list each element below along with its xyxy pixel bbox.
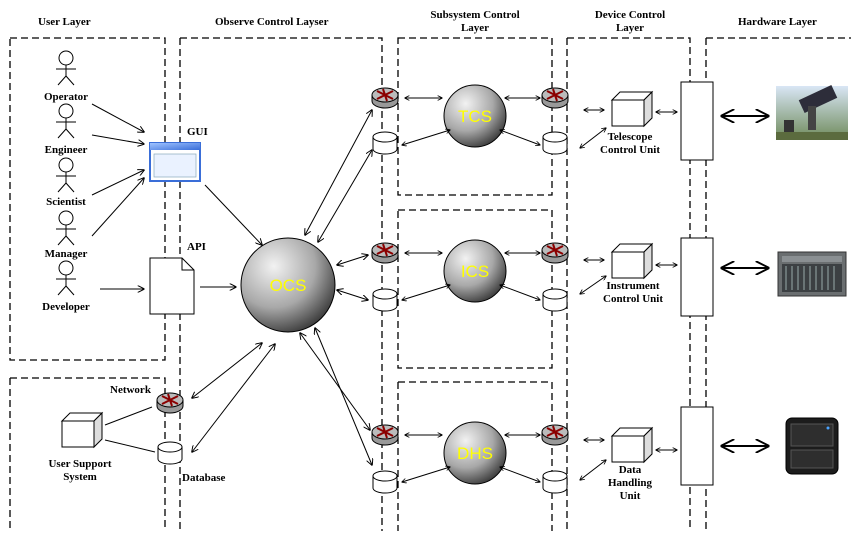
- user-support-cube-icon: [61, 412, 103, 448]
- dhs-right-db-icon: [542, 470, 568, 494]
- dhu-label-line3: Unit: [620, 490, 641, 502]
- actor-operator: Operator: [44, 50, 88, 103]
- engineer-icon: [55, 103, 77, 139]
- header-hardware-layer: Hardware Layer: [738, 16, 817, 28]
- dhs-label: DHS: [457, 444, 493, 463]
- telescope-interface-box: [680, 81, 714, 161]
- data-handling-cube-icon: [611, 427, 653, 463]
- header-device-layer-line1: Device Control: [595, 9, 665, 21]
- operator-icon: [55, 50, 77, 86]
- tcs-right-db-icon: [542, 131, 568, 155]
- gui-label: GUI: [187, 126, 208, 138]
- instrument-control-cube-icon: [611, 243, 653, 279]
- layer-boundaries: [9, 37, 851, 531]
- header-subsystem-layer-line2: Layer: [461, 22, 489, 34]
- dhs-right-router-icon: [541, 424, 569, 446]
- tcu-label-line1: Telescope: [608, 131, 653, 143]
- ics-group: ICS: [371, 239, 569, 312]
- database-label: Database: [182, 472, 226, 484]
- manager-icon: [55, 210, 77, 246]
- data-interface-box: [680, 406, 714, 486]
- gui-window-icon: [149, 142, 201, 182]
- ocs-label: OCS: [270, 276, 307, 295]
- ics-right-router-icon: [541, 242, 569, 264]
- ics-left-db-icon: [372, 288, 398, 312]
- dhs-left-router-icon: [371, 424, 399, 446]
- developer-label: Developer: [42, 301, 90, 313]
- telescope-hardware-icon: [776, 85, 848, 140]
- tcs-group: TCS: [371, 84, 569, 155]
- engineer-label: Engineer: [45, 144, 88, 156]
- tcs-label: TCS: [458, 107, 492, 126]
- user-support-system: User Support System: [48, 412, 112, 483]
- network-label: Network: [110, 384, 152, 396]
- icu-label-line1: Instrument: [606, 280, 660, 292]
- tcu-label-line2: Control Unit: [600, 144, 660, 156]
- actor-scientist: Scientist: [46, 157, 86, 208]
- header-observe-layer: Observe Control Layser: [215, 16, 329, 28]
- dhu-label-line2: Handling: [608, 477, 653, 489]
- dhs-left-db-icon: [372, 470, 398, 494]
- tcs-left-db-icon: [372, 131, 398, 155]
- scientist-icon: [55, 157, 77, 193]
- instrument-interface-box: [680, 237, 714, 317]
- network-router-icon: [156, 392, 184, 414]
- actor-engineer: Engineer: [45, 103, 88, 156]
- api-label: API: [187, 241, 206, 253]
- actor-developer: Developer: [42, 260, 90, 313]
- data-server-icon: [785, 417, 839, 475]
- dhu-label-line1: Data: [619, 464, 642, 476]
- manager-label: Manager: [45, 248, 88, 260]
- ics-label: ICS: [461, 262, 489, 281]
- dhs-group: DHS: [371, 421, 569, 494]
- tcs-left-router-icon: [371, 87, 399, 109]
- database-icon: [157, 441, 183, 465]
- developer-icon: [55, 260, 77, 296]
- scientist-label: Scientist: [46, 196, 86, 208]
- user-support-label-line1: User Support: [48, 458, 111, 470]
- operator-label: Operator: [44, 91, 88, 103]
- ocs-node: OCS: [240, 237, 336, 333]
- actor-manager: Manager: [45, 210, 88, 260]
- icu-label-line2: Control Unit: [603, 293, 663, 305]
- tcs-right-router-icon: [541, 87, 569, 109]
- ics-left-router-icon: [371, 242, 399, 264]
- ics-right-db-icon: [542, 288, 568, 312]
- instrument-rack-icon: [777, 251, 847, 297]
- actor-arrows: [91, 103, 144, 289]
- header-device-layer-line2: Layer: [616, 22, 644, 34]
- telescope-control-cube-icon: [611, 91, 653, 127]
- instrument-control-unit: Instrument Control Unit: [603, 243, 663, 305]
- telescope-control-unit: Telescope Control Unit: [600, 91, 660, 156]
- header-user-layer: User Layer: [38, 16, 91, 28]
- header-subsystem-layer-line1: Subsystem Control: [430, 9, 519, 21]
- api-document-icon: [149, 257, 195, 315]
- user-support-label-line2: System: [63, 471, 97, 483]
- data-handling-unit: Data Handling Unit: [608, 427, 653, 502]
